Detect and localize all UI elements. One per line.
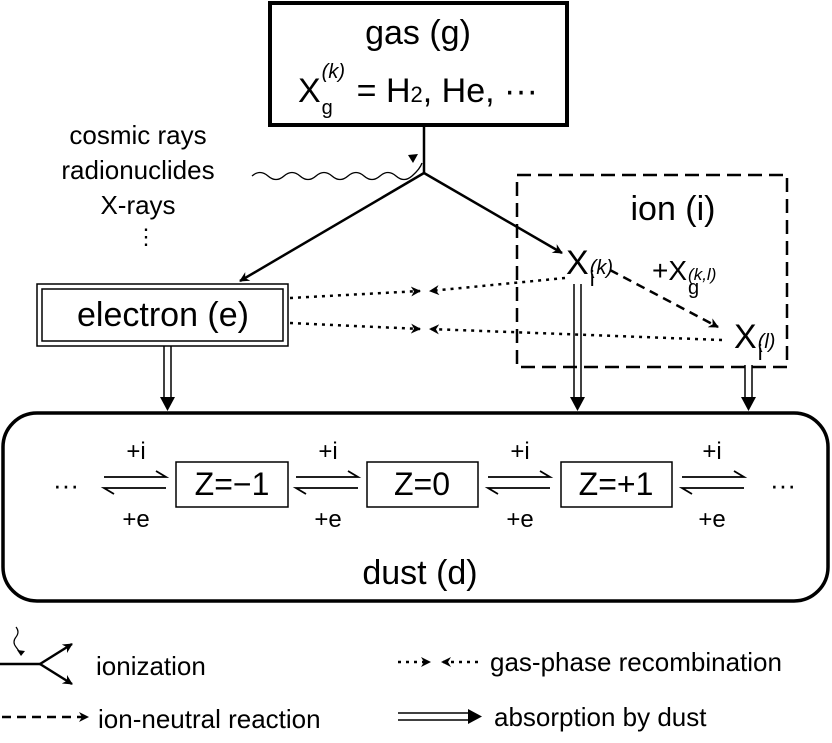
charge-label-minus1: Z=−1 xyxy=(194,466,270,502)
absorption-arrow-ion-l xyxy=(741,365,756,411)
legend-recombination-label: gas-phase recombination xyxy=(490,647,782,677)
ion-xk: X(k)i xyxy=(566,244,614,291)
charge-box-zero xyxy=(366,461,479,508)
legend-ion-neutral-label: ion-neutral reaction xyxy=(98,704,321,734)
ion-neutral-reaction-arrow xyxy=(609,268,719,329)
charge-box-plus1 xyxy=(560,461,673,508)
charge-box-minus1 xyxy=(175,461,289,508)
source-x-rays: X-rays xyxy=(100,190,176,220)
gas-species: X(k)g= H2, He, ··· xyxy=(297,61,539,119)
source-cosmic-rays: cosmic rays xyxy=(69,120,207,150)
dust-ellipsis-left: ··· xyxy=(53,470,79,500)
absorption-arrow-ion-k xyxy=(570,284,585,411)
electron-box-inner xyxy=(41,288,284,342)
charge-label-zero: Z=0 xyxy=(393,466,451,502)
ion-title: ion (i) xyxy=(630,190,716,228)
charge-label-plus1: Z=+1 xyxy=(578,466,654,502)
absorption-arrow-electron xyxy=(160,346,175,411)
plus-e-label-3: +e xyxy=(506,506,534,533)
recombination-electron-1 xyxy=(289,286,421,300)
source-radionuclides: radionuclides xyxy=(61,155,215,185)
plus-i-label-4: +i xyxy=(702,438,722,465)
dust-title: dust (d) xyxy=(362,554,478,592)
legend-ionization-symbol xyxy=(0,626,73,686)
electron-title: electron (e) xyxy=(77,296,249,334)
gas-box xyxy=(268,1,569,127)
plus-e-label-1: +e xyxy=(122,506,150,533)
electron-box-outer xyxy=(36,283,289,347)
plus-i-label-2: +i xyxy=(318,438,338,465)
dust-ellipsis-right: ··· xyxy=(770,470,796,500)
legend-ionization-label: ionization xyxy=(96,651,206,681)
ionization-to-ion xyxy=(423,171,563,255)
recombination-ion-2 xyxy=(429,324,723,342)
ion-reactant: +X(k,l)g xyxy=(652,255,717,299)
ionization-to-electron xyxy=(239,171,425,283)
source-more-ellipsis: ⋮ xyxy=(135,224,157,249)
legend-absorption-label: absorption by dust xyxy=(494,702,707,732)
recombination-electron-2 xyxy=(289,321,421,334)
plus-e-label-4: +e xyxy=(698,506,726,533)
ion-box xyxy=(515,173,789,369)
charge-transitions xyxy=(100,470,748,495)
plus-e-label-2: +e xyxy=(314,506,342,533)
gas-title: gas (g) xyxy=(365,14,471,52)
ion-xl: X(l)i xyxy=(734,318,776,365)
recombination-ion-1 xyxy=(429,276,566,296)
plus-i-label-3: +i xyxy=(510,438,530,465)
radiation-arrowhead xyxy=(408,154,418,163)
dust-box xyxy=(1,411,830,603)
legend-absorption-symbol xyxy=(398,709,482,724)
plus-i-label-1: +i xyxy=(126,438,146,465)
radiation-wave xyxy=(251,162,423,181)
